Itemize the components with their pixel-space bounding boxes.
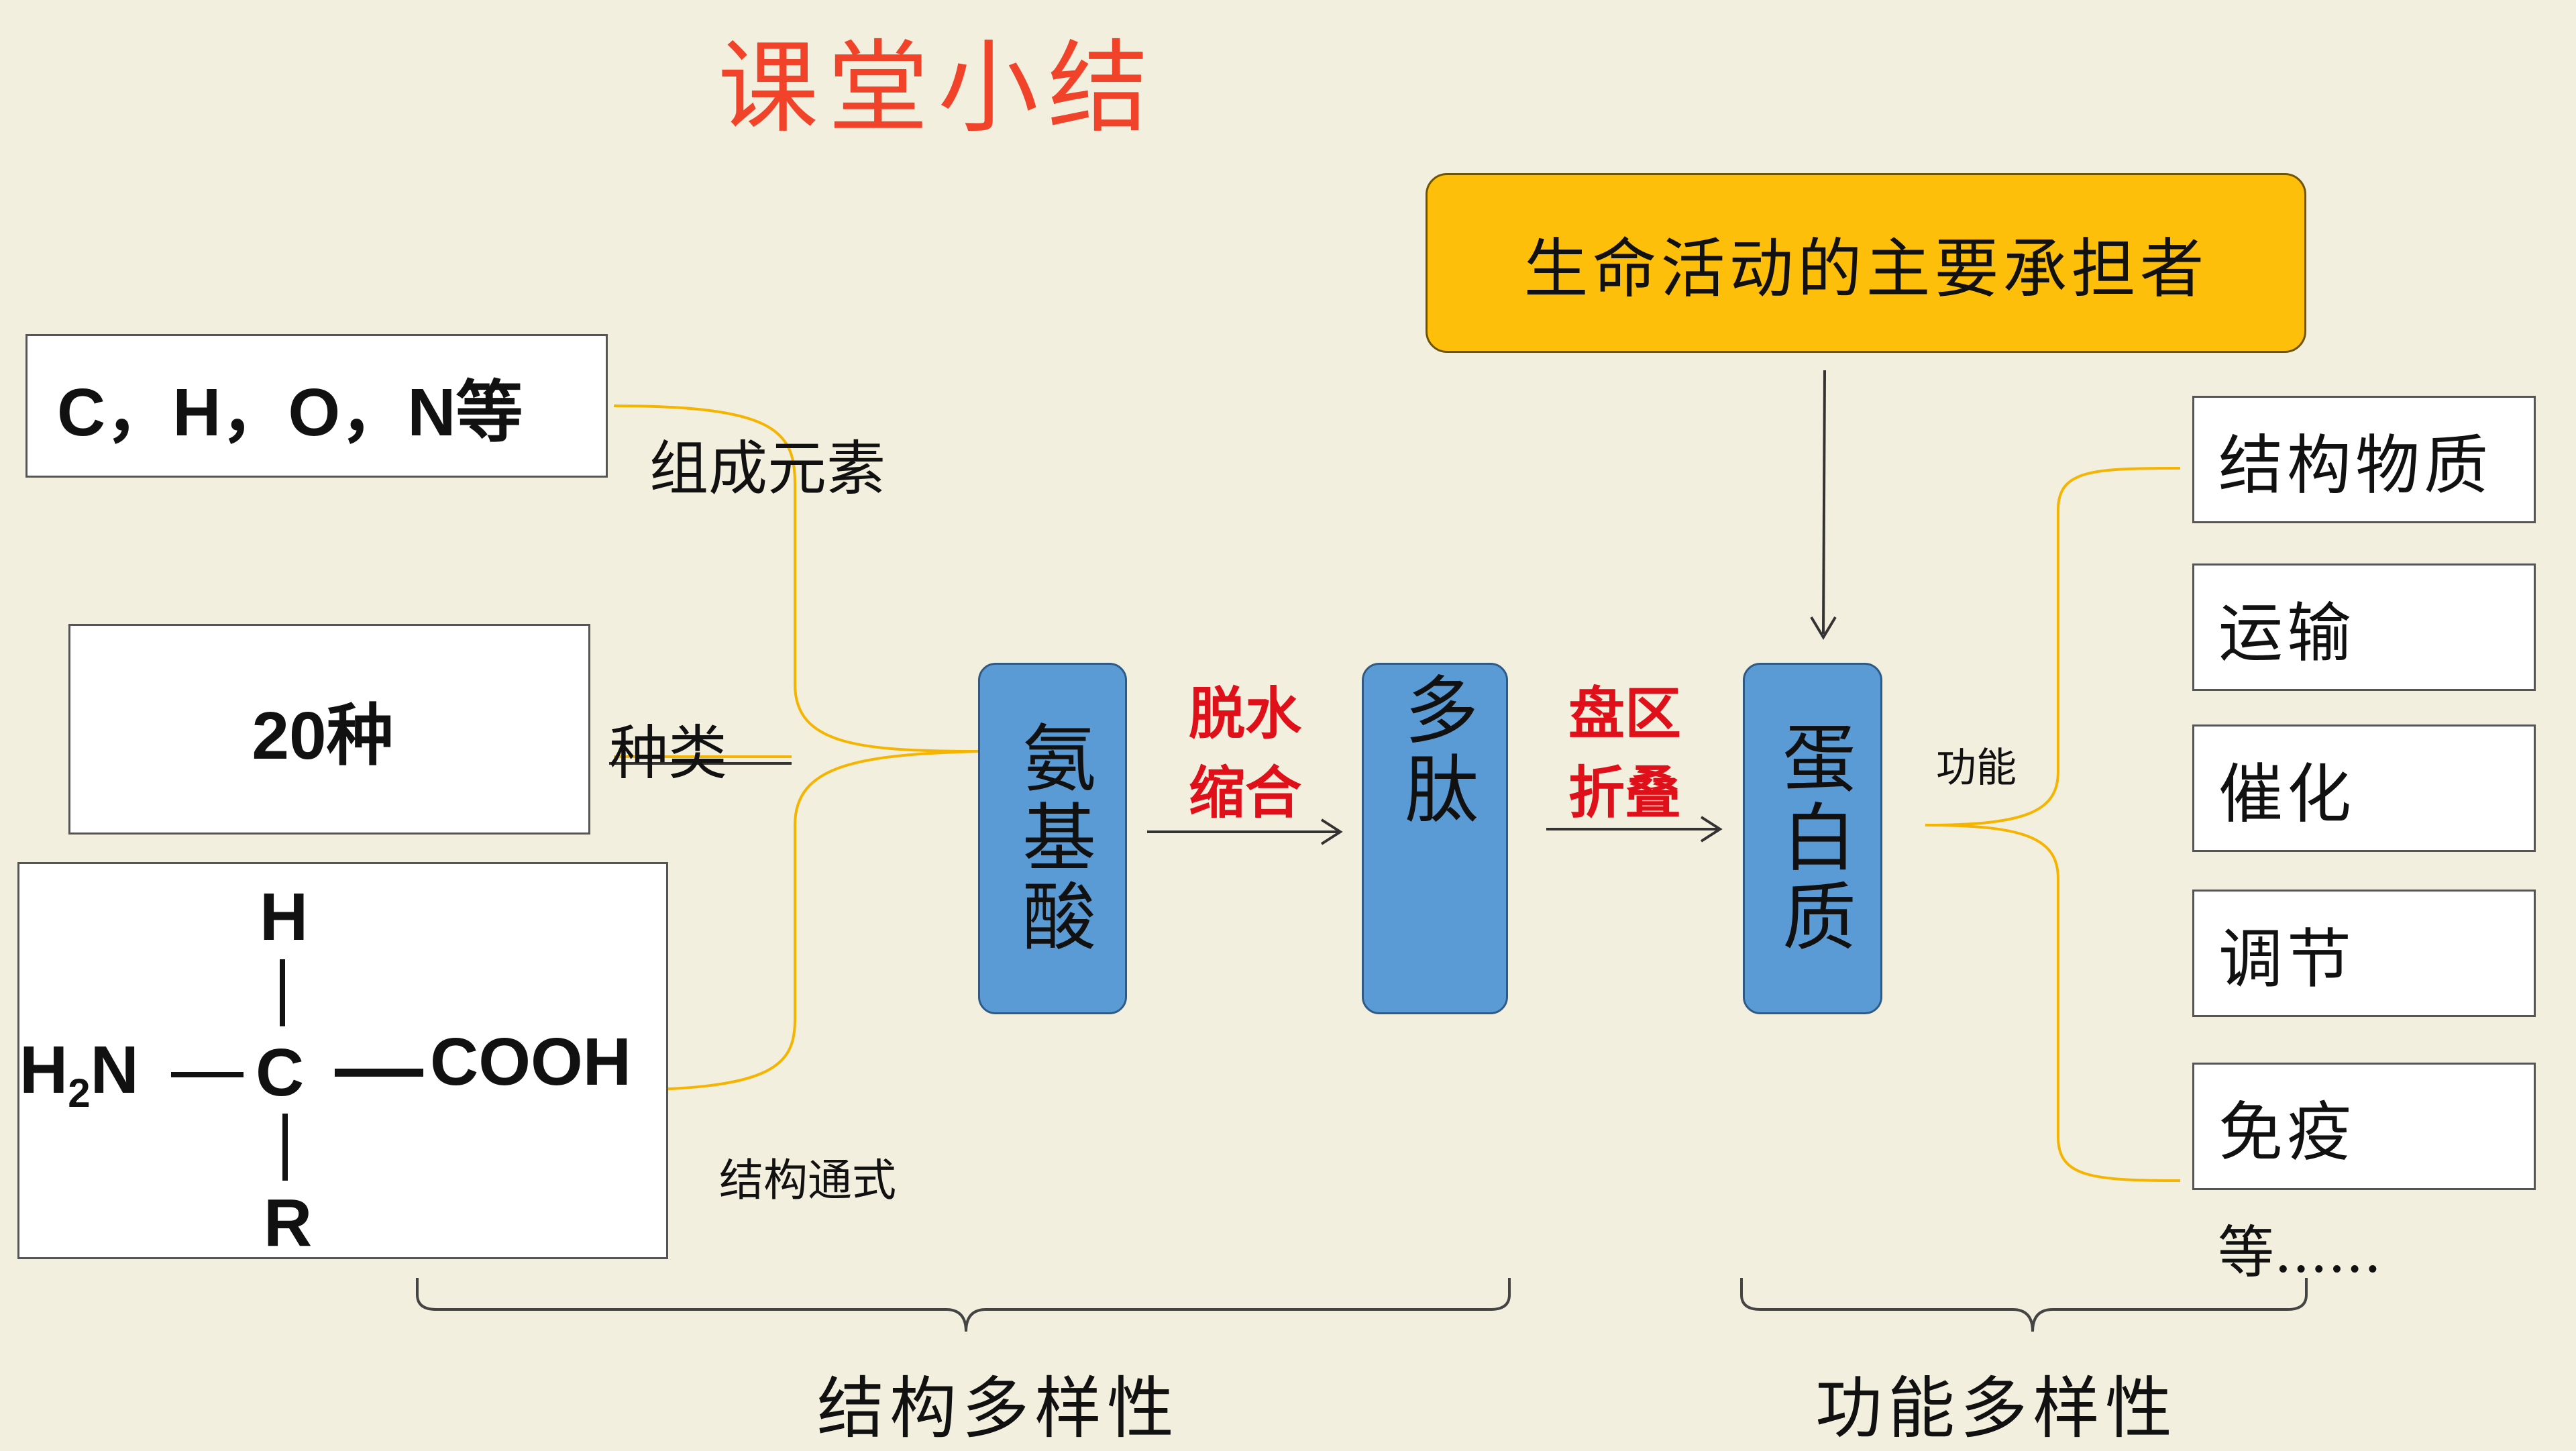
connector-function-bottom (1925, 824, 2181, 1182)
function-catalysis: 催化 (2192, 724, 2536, 852)
node-peptide: 多肽 (1362, 663, 1508, 1014)
formula-center: C (256, 1035, 305, 1110)
formula-label: 结构通式 (719, 1154, 896, 1206)
elements-text: C，H，O，N等 (57, 374, 523, 450)
elements-label: 组成元素 (649, 434, 886, 503)
formula-bond-right (335, 1069, 423, 1077)
step-folding: 盘区 折叠 (1568, 680, 1682, 826)
structure-diversity-label: 结构多样性 (817, 1369, 1179, 1448)
page-title: 课堂小结 (718, 30, 1159, 147)
formula-bond-top (280, 959, 285, 1026)
function-immunity: 免疫 (2192, 1063, 2536, 1190)
formula-top: H (260, 879, 309, 955)
node-protein: 蛋白质 (1743, 663, 1882, 1014)
formula-bond-left (171, 1072, 244, 1077)
types-text: 20种 (252, 698, 394, 773)
formula-amine: H2N (19, 1032, 139, 1116)
function-structure: 结构物质 (2192, 396, 2536, 523)
formula-carboxyl: COOH (430, 1024, 631, 1099)
types-label: 种类 (609, 718, 728, 788)
function-label: 功能 (1936, 745, 2017, 792)
function-diversity-label: 功能多样性 (1815, 1369, 2178, 1448)
function-transport: 运输 (2192, 563, 2536, 691)
formula-box: H H2N C COOH R (17, 862, 668, 1260)
step-condensation: 脱水 缩合 (1189, 680, 1302, 826)
brace-structure (416, 1278, 1511, 1332)
node-amino-acid: 氨基酸 (978, 663, 1127, 1014)
connector-formula (613, 750, 980, 1091)
formula-bond-bottom (282, 1114, 288, 1181)
role-box: 生命活动的主要承担者 (1426, 173, 2306, 353)
function-regulation: 调节 (2192, 890, 2536, 1017)
formula-bottom: R (264, 1185, 313, 1260)
types-box: 20种 (68, 624, 590, 835)
elements-box: C，H，O，N等 (25, 334, 608, 478)
arrow-role (1822, 370, 1826, 635)
function-more: 等...... (2218, 1220, 2382, 1285)
